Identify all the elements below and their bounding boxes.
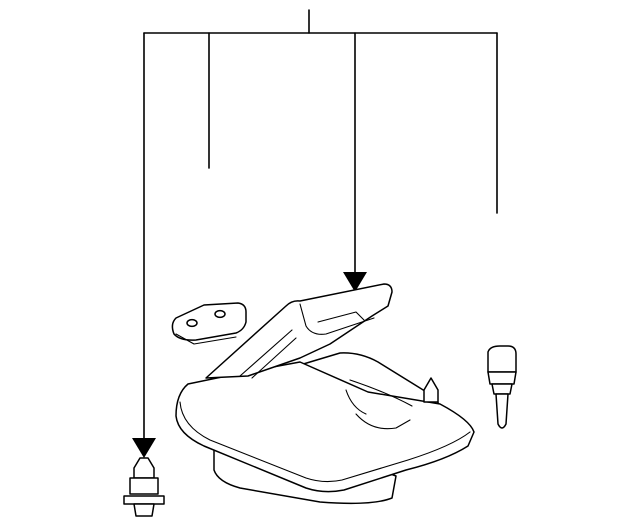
clip-body [129,477,159,495]
console-armrest-assembly [205,283,393,379]
plug-shank [495,393,509,429]
arrowhead-push-clip [132,438,156,458]
callout-leader-lines [132,9,498,458]
lid-pad-hole [214,309,226,319]
console-lid-pad [171,302,247,345]
lid-pad-hole [186,318,198,328]
plug-fastener [487,345,517,429]
push-clip [123,457,165,517]
console-cushion [175,361,475,493]
clip-flange [123,495,165,505]
console-peg [423,377,439,403]
plug-ring [491,383,513,395]
plug-head [487,345,517,373]
arrowhead-armrest [343,272,367,292]
armrest-lid [205,283,393,379]
clip-tip [133,457,155,479]
center-console-box [175,352,475,505]
plug-collar [487,371,517,385]
clip-base [133,503,155,517]
